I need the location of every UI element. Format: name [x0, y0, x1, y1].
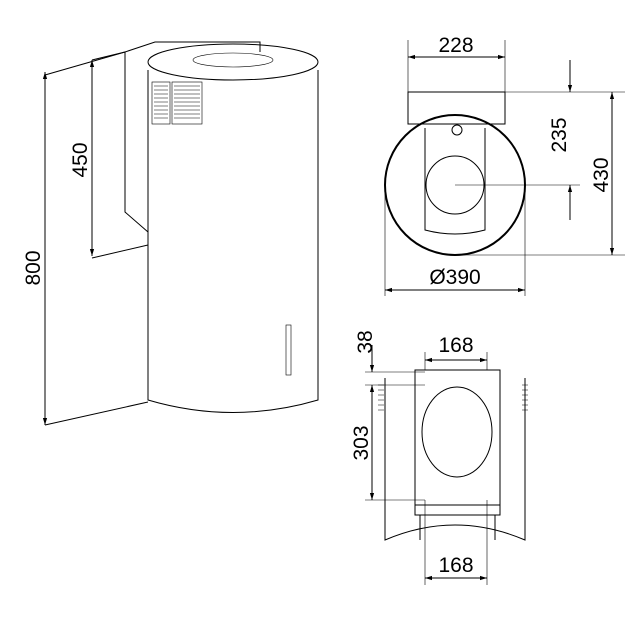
vent-grille: [151, 81, 203, 125]
dim-430: 430: [590, 157, 613, 192]
duct-opening: [421, 386, 493, 478]
dim-38: 38: [354, 330, 377, 353]
mounting-bracket: [124, 41, 261, 53]
wall-lines: [44, 51, 149, 426]
bracket-plate: [414, 369, 501, 516]
hood-top: [147, 43, 319, 81]
dim-168-top: 168: [438, 334, 473, 357]
control-panel: [285, 324, 292, 376]
hood-cylinder: [147, 70, 319, 413]
top-view: 228 235 430 Ø390: [384, 34, 625, 296]
dim-diameter-390: Ø390: [429, 266, 480, 289]
perspective-view: 800 450: [22, 41, 319, 426]
bracket-outline: [407, 91, 506, 125]
dim-450: 450: [69, 142, 92, 177]
dim-303: 303: [350, 425, 373, 460]
dim-235: 235: [548, 117, 571, 152]
dim-800: 800: [22, 250, 45, 285]
rear-view: 168 38 303 168: [350, 330, 528, 585]
dim-168-bottom: 168: [438, 554, 473, 577]
dim-228: 228: [438, 34, 473, 57]
